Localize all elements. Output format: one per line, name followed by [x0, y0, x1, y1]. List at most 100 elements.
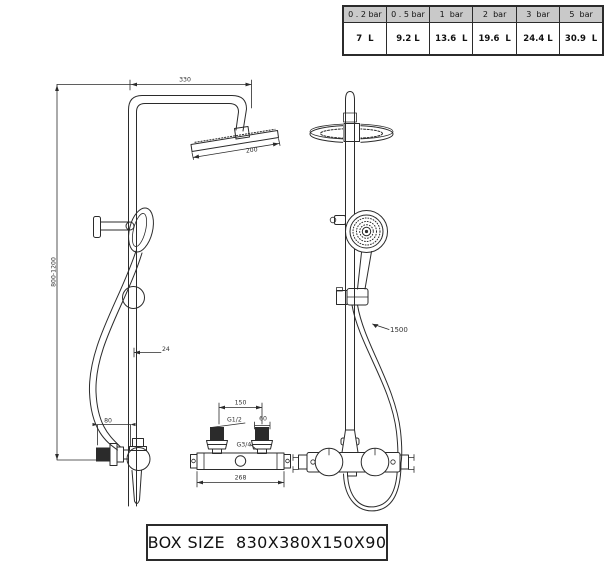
handheld-spray-dots	[352, 217, 381, 246]
flow-rate-header-row: 0 . 2 bar 0 . 5 bar 1 bar 2 bar 3 bar 5 …	[342, 5, 604, 23]
flow-rate-value-row: 7 L 9.2 L 13.6 L 19.6 L 24.4 L 30.9 L	[342, 22, 604, 56]
thread-g34-label: G3/4	[237, 442, 252, 449]
valve-handle-left-flange	[206, 440, 228, 450]
handheld-side	[128, 207, 154, 253]
dim-268-label: 268	[235, 475, 247, 482]
handheld-center-cap	[361, 226, 372, 237]
holder-lever	[334, 215, 346, 225]
thread-g12-label: G1/2	[227, 417, 242, 424]
handheld-handle-front	[357, 251, 372, 290]
flow-rate-value-cell: 7 L	[342, 22, 387, 56]
rain-head-side	[190, 130, 279, 152]
valve-knob-side	[126, 447, 151, 471]
dim-200-lines	[191, 138, 281, 160]
pole-collar	[343, 112, 357, 123]
flow-rate-header-cell: 0 . 2 bar	[342, 5, 387, 23]
dim-80-lines	[97, 424, 131, 447]
valve-flange	[116, 446, 124, 463]
front-valve-outlet	[347, 471, 357, 477]
valve-end-screw-right	[285, 458, 290, 464]
dim-330-label: 330	[179, 77, 191, 84]
front-valve-bracket-right	[408, 454, 415, 473]
hose-side	[88, 250, 137, 451]
dim-arrow	[193, 154, 200, 159]
side-view-drawing: 200 330 800-1200	[51, 77, 281, 507]
dim-arrow	[245, 82, 252, 87]
flow-rate-value-cell: 19.6 L	[472, 22, 517, 56]
dim-268-lines	[196, 471, 285, 488]
flow-rate-table: 0 . 2 bar 0 . 5 bar 1 bar 2 bar 3 bar 5 …	[342, 5, 604, 56]
flow-rate-header-cell: 5 bar	[559, 5, 604, 23]
handheld-spray-dots	[359, 224, 374, 239]
valve-top-fitting	[129, 446, 147, 451]
dim-arrow	[256, 405, 262, 410]
pole-connector	[341, 429, 359, 453]
hose-side	[95, 252, 143, 448]
rain-head-hub-mask	[343, 122, 361, 143]
box-size-panel: BOX SIZE 830X380X150X90	[146, 524, 388, 561]
dim-arrow	[92, 422, 98, 427]
hose-loop	[347, 462, 398, 508]
holder-knob	[93, 216, 101, 238]
flow-rate-header-cell: 3 bar	[515, 5, 561, 23]
flow-rate-value-cell: 24.4 L	[515, 22, 561, 56]
valve-front-view-drawing: 150 G1/2 60 G3/4	[190, 400, 291, 488]
valve-top-fitting	[132, 438, 144, 447]
front-valve-handle-slots	[328, 448, 376, 456]
flow-rate-value-cell: 13.6 L	[429, 22, 474, 56]
valve-handle-right	[255, 427, 269, 441]
front-valve-screw	[310, 459, 316, 465]
dim-arrow	[272, 142, 279, 147]
valve-handle-left	[210, 427, 224, 441]
slider-ring	[122, 286, 145, 309]
valve-body-lines	[203, 452, 278, 470]
dim-height-lines	[56, 84, 103, 461]
dim-1500-label: 1500	[390, 326, 408, 334]
front-valve-screw	[390, 459, 396, 465]
hose-loop	[343, 462, 402, 512]
handheld-front-ring	[349, 214, 384, 249]
handheld-spray-dots	[356, 221, 377, 242]
dim-arrow	[55, 454, 59, 460]
handheld-center-dot	[364, 229, 369, 234]
holder-lever-knob	[329, 216, 337, 224]
front-pole	[345, 91, 355, 431]
dim-arrow	[55, 85, 59, 91]
box-size-label: BOX SIZE 830X380X150X90	[147, 533, 387, 552]
handheld-side-inner	[131, 213, 148, 247]
flow-rate-value-cell: 30.9 L	[559, 22, 604, 56]
valve-neck	[123, 449, 129, 460]
dim-200-label: 200	[245, 146, 258, 155]
holder-rod	[100, 221, 129, 231]
dim-height-label: 800-1200	[51, 257, 58, 287]
dim-arrow	[278, 480, 284, 485]
dim-60-lines	[254, 421, 271, 430]
thread-g34-leader	[250, 444, 257, 450]
dim-150-lines	[218, 402, 263, 425]
flow-rate-header-cell: 0 . 5 bar	[385, 5, 431, 23]
rain-head-hub	[343, 123, 360, 142]
front-valve-bracket-left	[292, 454, 299, 473]
dim-arrow	[130, 422, 136, 427]
dim-150-label: 150	[235, 400, 247, 407]
front-valve-cap-right	[399, 454, 409, 470]
dim-24-label: 24	[162, 346, 170, 353]
dim-arrow	[131, 82, 137, 87]
riser-pipe-outline	[136, 103, 239, 507]
front-view-drawing: 1500	[292, 91, 415, 512]
dim-arrow	[134, 350, 140, 355]
front-valve-cap-left	[298, 454, 308, 470]
dim-330-lines	[56, 79, 252, 109]
dim-arrow	[372, 324, 379, 328]
handheld-handle-side	[131, 470, 142, 504]
dim-60-label: 60	[259, 416, 267, 423]
dim-arrow	[197, 480, 203, 485]
rain-head-nozzles	[194, 128, 276, 143]
riser-pipe-outline	[128, 95, 247, 507]
valve-end-screw-left	[191, 458, 196, 464]
valve-center-cap	[234, 455, 247, 467]
flow-rate-value-cell: 9.2 L	[385, 22, 431, 56]
wall-mount-block	[96, 447, 110, 462]
